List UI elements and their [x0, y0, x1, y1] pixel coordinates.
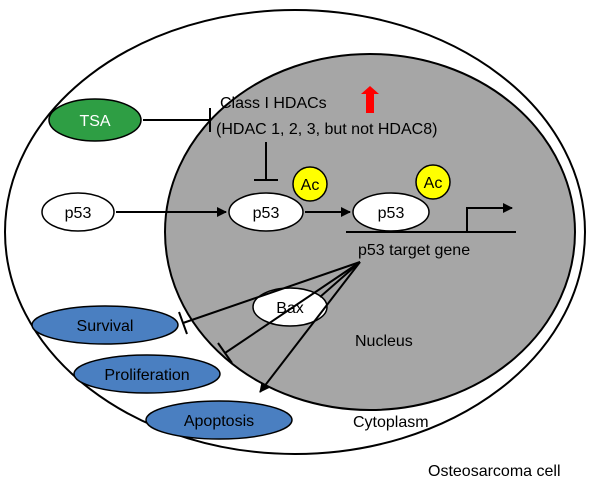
- survival-label: Survival: [77, 318, 134, 335]
- gene-to-bax-line: [319, 261, 361, 298]
- acetyl-2-label: Ac: [424, 175, 443, 192]
- gene-to-survival-inhibition-line: [182, 261, 361, 324]
- apoptosis-label: Apoptosis: [184, 413, 254, 430]
- cytoplasm-label: Cytoplasm: [353, 414, 429, 431]
- p53-cytoplasm-label: p53: [65, 205, 92, 222]
- upregulation-arrow-icon: [361, 86, 379, 113]
- survival-node: [31, 305, 179, 345]
- hdac-class-label: Class I HDACs: [220, 95, 327, 112]
- p53-bound-label: p53: [378, 205, 405, 222]
- nucleus-label: Nucleus: [355, 333, 413, 350]
- tsa-node: [48, 98, 142, 142]
- apoptosis-node: [145, 400, 293, 440]
- tsa-label: TSA: [79, 113, 110, 130]
- target-gene-label: p53 target gene: [358, 242, 470, 259]
- p53-cytoplasm-node: [41, 192, 115, 232]
- gene-to-apoptosis-arrow: [259, 261, 361, 393]
- cell-label: Osteosarcoma cell: [428, 463, 561, 480]
- gene-to-survival-inhibition-bar: [178, 311, 188, 335]
- proliferation-node: [73, 354, 221, 394]
- p53-nucleus-node: [228, 192, 304, 232]
- gene-to-proliferation-inhibition-bar: [217, 342, 233, 364]
- transcription-start-arrow: [466, 203, 513, 232]
- acetyl-group-2: [415, 164, 451, 200]
- acetyl-group-1: [292, 166, 328, 202]
- hdac-members-label: (HDAC 1, 2, 3, but not HDAC8): [216, 121, 437, 138]
- acetyl-1-label: Ac: [301, 177, 320, 194]
- gene-to-proliferation-inhibition-line: [224, 261, 361, 354]
- p53-nucleus-label: p53: [253, 205, 280, 222]
- proliferation-label: Proliferation: [104, 367, 189, 384]
